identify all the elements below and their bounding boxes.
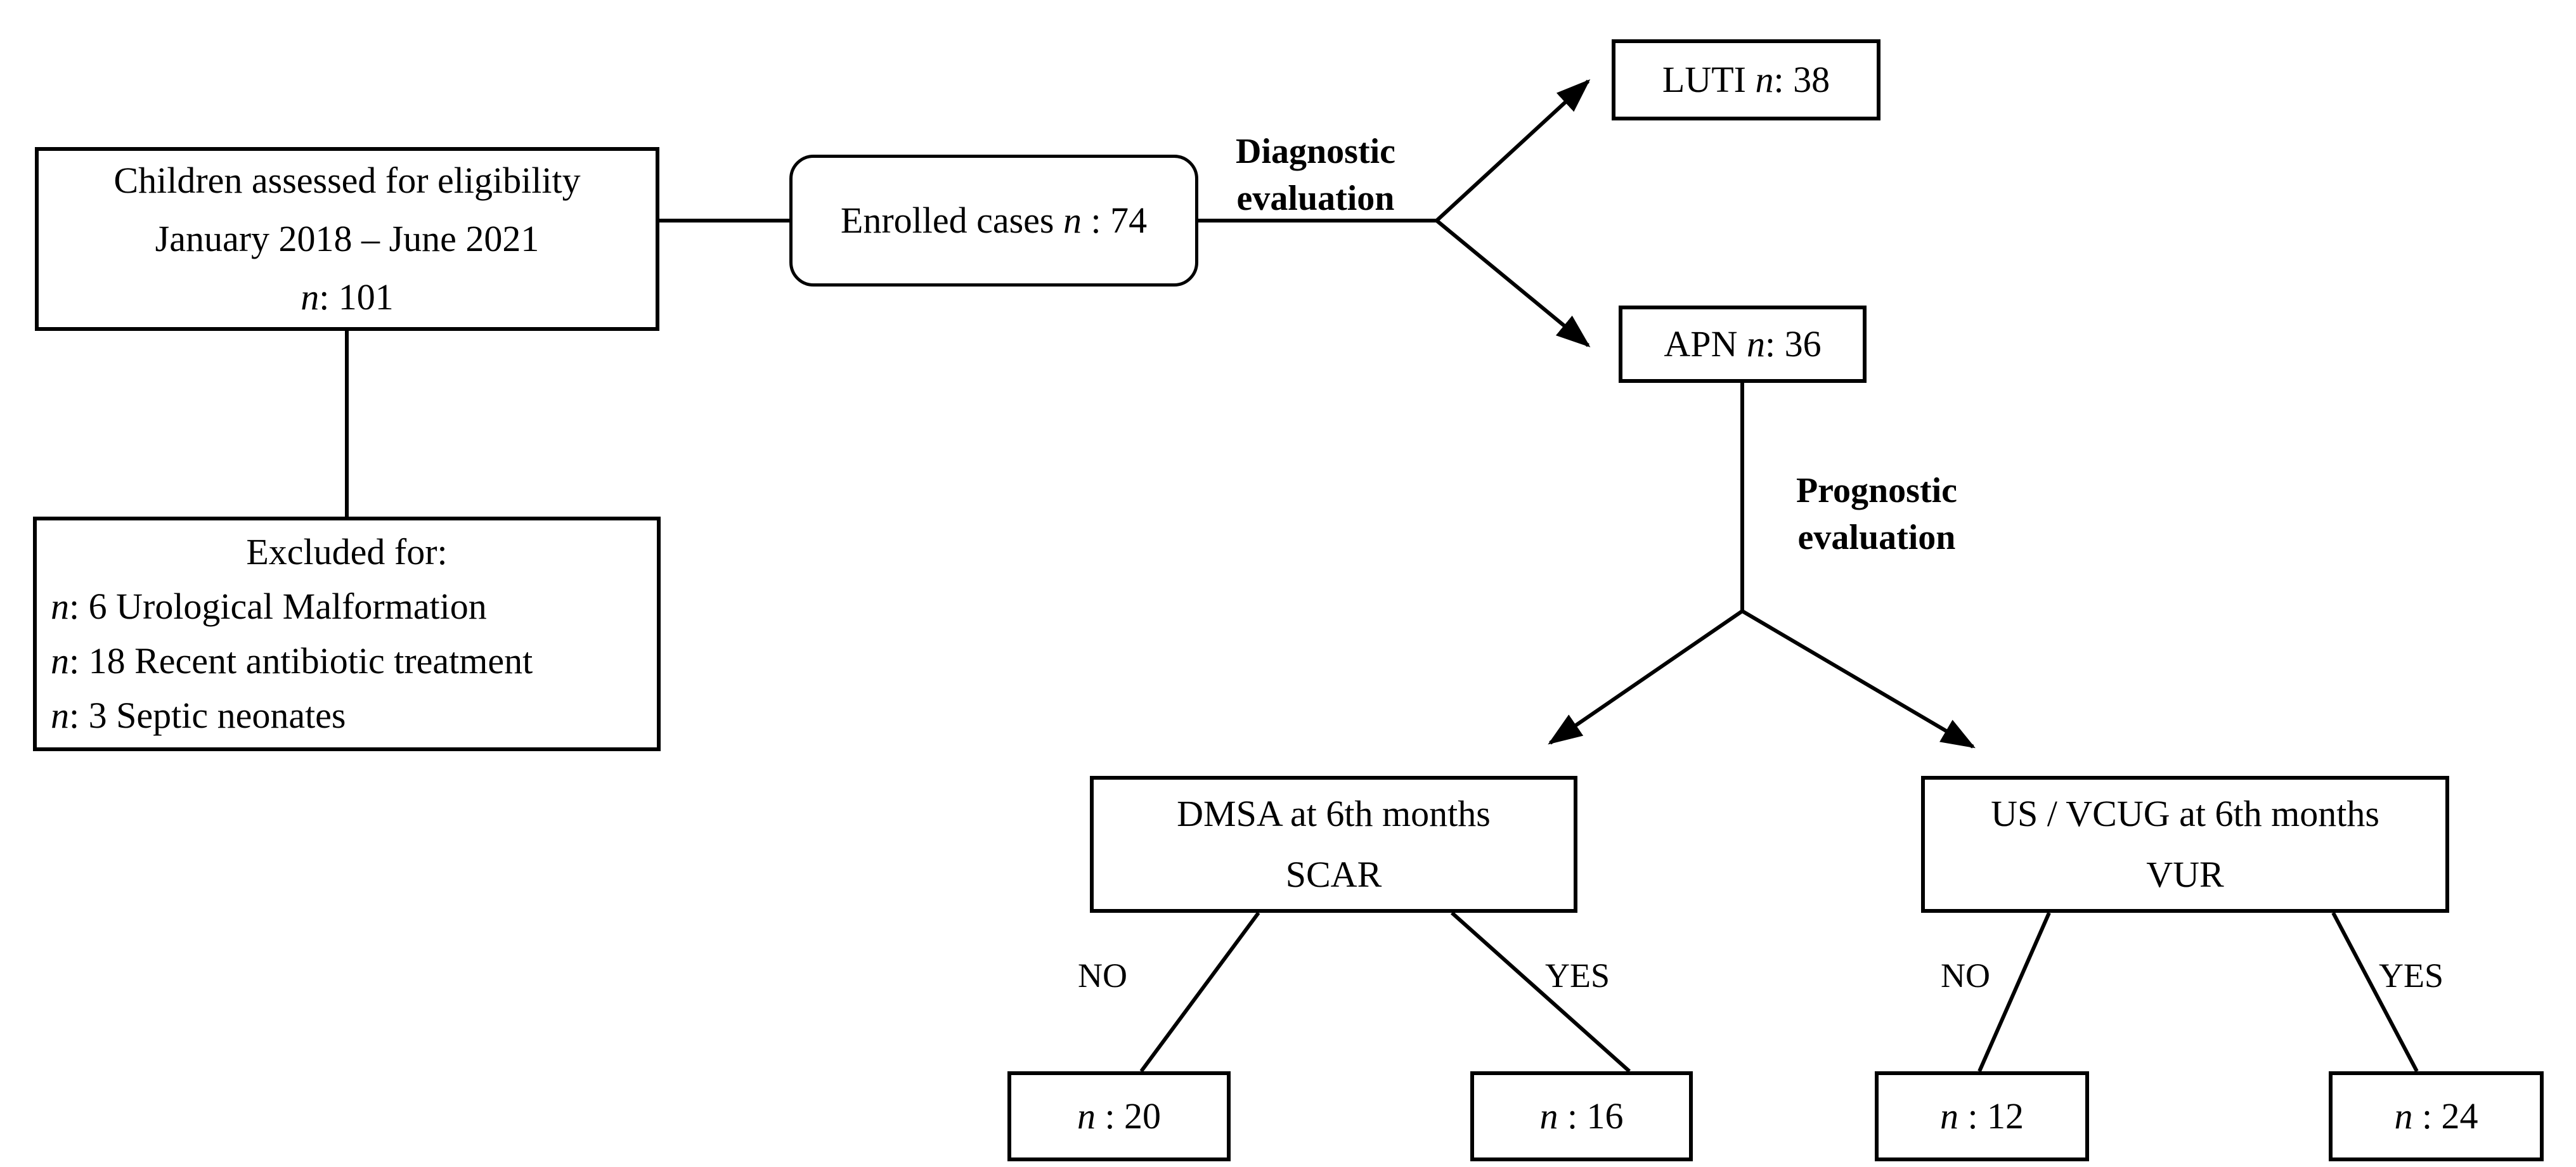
- line-dmsa-yes: [1451, 911, 1631, 1073]
- dmsa-no-label: NO: [1078, 957, 1127, 995]
- luti-box: LUTI n: 38: [1612, 39, 1880, 120]
- line-dmsa-no: [1139, 912, 1260, 1073]
- eligibility-line-2: January 2018 – June 2021: [155, 218, 540, 259]
- vur-yes-count: n : 24: [2394, 1095, 2478, 1137]
- vur-no-count: n : 12: [1939, 1095, 2024, 1137]
- eligibility-box: Children assessed for eligibility Januar…: [35, 147, 659, 331]
- vur-no-label: NO: [1941, 957, 1990, 995]
- enrolled-label: Enrolled cases n : 74: [840, 200, 1148, 241]
- excluded-item: n: 18 Recent antibiotic treatment: [51, 640, 533, 681]
- excluded-item: n: 6 Urological Malformation: [51, 586, 487, 627]
- scar-yes-count: n : 16: [1539, 1095, 1624, 1137]
- vur-yes-label: YES: [2378, 957, 2443, 995]
- apn-box: APN n: 36: [1619, 306, 1867, 383]
- dmsa-line-2: SCAR: [1285, 854, 1382, 895]
- scar-yes-count-box: n : 16: [1470, 1071, 1693, 1161]
- prognostic-label-line1: Prognostic: [1796, 471, 1958, 510]
- usvcug-box: US / VCUG at 6th months VUR: [1921, 776, 2449, 913]
- enrolled-box: Enrolled cases n : 74: [789, 155, 1198, 287]
- eligibility-count: n: 101: [301, 276, 394, 318]
- excluded-box: Excluded for: n: 6 Urological Malformati…: [33, 517, 661, 751]
- apn-label: APN n: 36: [1664, 323, 1822, 364]
- excluded-item: n: 3 Septic neonates: [51, 695, 346, 736]
- arrow-to-luti: [1435, 79, 1591, 222]
- dmsa-line-1: DMSA at 6th months: [1177, 793, 1491, 834]
- line-vur-yes: [2331, 912, 2419, 1073]
- arrow-to-usvcug: [1741, 609, 1976, 749]
- usvcug-line-2: VUR: [2146, 854, 2224, 895]
- vur-yes-count-box: n : 24: [2329, 1071, 2544, 1161]
- vur-no-count-box: n : 12: [1875, 1071, 2089, 1161]
- eligibility-line-1: Children assessed for eligibility: [113, 160, 581, 201]
- dmsa-yes-label: YES: [1544, 957, 1610, 995]
- arrow-to-apn: [1435, 219, 1591, 347]
- diagnostic-label-line2: evaluation: [1236, 179, 1395, 218]
- excluded-title: Excluded for:: [246, 531, 448, 572]
- diagnostic-evaluation-label: Diagnostic evaluation: [1208, 128, 1423, 222]
- prognostic-evaluation-label: Prognostic evaluation: [1769, 467, 1984, 561]
- dmsa-box: DMSA at 6th months SCAR: [1090, 776, 1577, 913]
- diagnostic-label-line1: Diagnostic: [1236, 132, 1395, 171]
- line-vur-no: [1977, 912, 2051, 1073]
- scar-no-count-box: n : 20: [1007, 1071, 1231, 1161]
- luti-label: LUTI n: 38: [1662, 59, 1830, 100]
- usvcug-line-1: US / VCUG at 6th months: [1991, 793, 2379, 834]
- prognostic-label-line2: evaluation: [1797, 518, 1956, 557]
- arrow-to-dmsa: [1548, 609, 1744, 745]
- scar-no-count: n : 20: [1077, 1095, 1162, 1137]
